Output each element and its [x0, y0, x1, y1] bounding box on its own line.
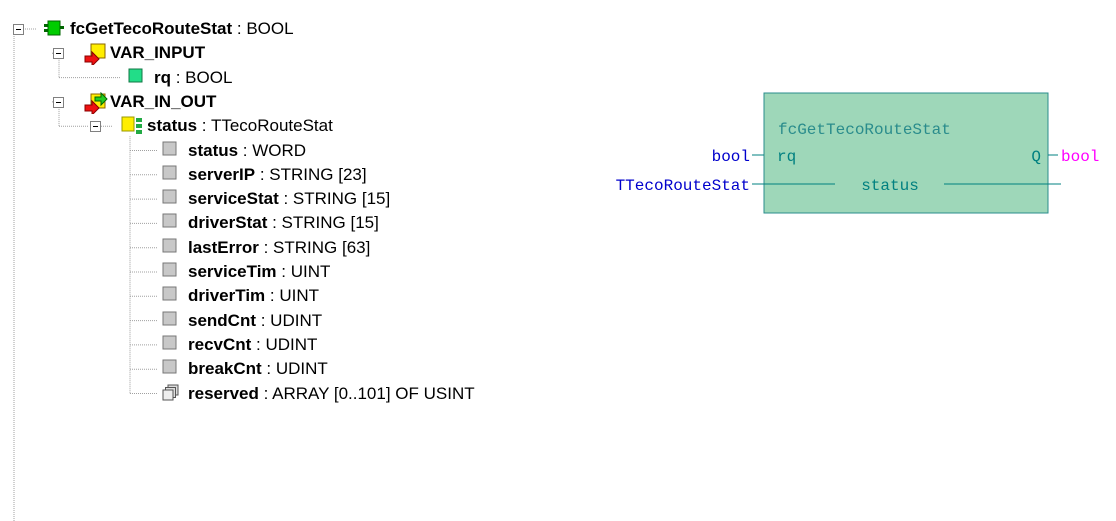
- var-in-out-icon: [84, 91, 108, 119]
- field-icon: [162, 213, 178, 234]
- field-icon: [162, 262, 178, 283]
- variable-name: VAR_INPUT: [110, 43, 206, 63]
- bool-var-icon: [128, 68, 144, 89]
- variable-type: : BOOL: [232, 19, 294, 38]
- tree-item-rq[interactable]: rq : BOOL: [154, 66, 232, 90]
- variable-name: rq: [154, 67, 171, 87]
- variable-name: VAR_IN_OUT: [110, 91, 217, 111]
- variable-type: : STRING [15]: [278, 189, 391, 209]
- variable-type: : UDINT: [261, 359, 328, 379]
- function-block-title: fcGetTecoRouteStat: [778, 121, 951, 139]
- field-icon: [162, 141, 178, 162]
- tree-node-var-input[interactable]: VAR_INPUT: [110, 41, 205, 65]
- tree-connector-lines: [13, 28, 158, 521]
- tree-item-sendCnt[interactable]: sendCnt : UDINT: [188, 309, 322, 333]
- variable-type: : STRING [23]: [255, 164, 367, 184]
- variable-name: driverTim: [188, 286, 266, 306]
- variable-type: : UDINT: [256, 310, 323, 330]
- field-icon: [162, 165, 178, 186]
- tree-item-serviceStat[interactable]: serviceStat : STRING [15]: [188, 187, 390, 211]
- tree-root-fcGetTecoRouteStat[interactable]: fcGetTecoRouteStat : BOOL: [70, 17, 294, 41]
- tree-item-status[interactable]: status : WORD: [188, 139, 306, 163]
- variable-type: : WORD: [238, 140, 307, 160]
- function-icon: [44, 19, 64, 42]
- tree-node-status-struct[interactable]: status : TTecoRouteStat: [147, 114, 333, 138]
- status-pin-label: status: [861, 177, 919, 195]
- field-icon: [162, 286, 178, 307]
- tree-item-serviceTim[interactable]: serviceTim : UINT: [188, 260, 330, 284]
- variable-name: fcGetTecoRouteStat: [70, 19, 233, 38]
- collapse-toggle[interactable]: [53, 96, 64, 108]
- variable-type: : STRING [63]: [258, 237, 371, 257]
- tree-item-driverStat[interactable]: driverStat : STRING [15]: [188, 211, 379, 235]
- array-icon: [162, 384, 180, 407]
- tree-item-reserved[interactable]: reserved : ARRAY [0..101] OF USINT: [188, 382, 475, 406]
- field-icon: [162, 189, 178, 210]
- variable-type: : UDINT: [251, 334, 318, 354]
- field-icon: [162, 238, 178, 259]
- collapse-toggle[interactable]: [13, 24, 24, 35]
- variable-name: sendCnt: [188, 310, 256, 330]
- variable-name: serverIP: [188, 164, 256, 184]
- field-icon: [162, 335, 178, 356]
- field-icon: [162, 359, 178, 380]
- variable-name: status: [188, 140, 239, 160]
- variable-type: : STRING [15]: [267, 213, 379, 233]
- variable-type: : BOOL: [171, 67, 233, 87]
- variable-name: serviceStat: [188, 189, 279, 209]
- status-type-label: TTecoRouteStat: [616, 177, 750, 195]
- function-block-box: [763, 92, 1049, 214]
- tree-node-var-in-out[interactable]: VAR_IN_OUT: [110, 90, 216, 114]
- variable-name: serviceTim: [188, 262, 277, 281]
- variable-type: : TTecoRouteStat: [197, 116, 333, 136]
- tree-item-breakCnt[interactable]: breakCnt : UDINT: [188, 357, 328, 381]
- variable-name: lastError: [188, 237, 259, 257]
- collapse-toggle[interactable]: [90, 121, 101, 133]
- variable-name: breakCnt: [188, 359, 262, 379]
- variable-name: recvCnt: [188, 334, 252, 354]
- variable-name: status: [147, 116, 198, 136]
- rq-pin-label: rq: [777, 148, 796, 166]
- rq-type-label: bool: [712, 148, 750, 166]
- variable-name: reserved: [188, 383, 259, 403]
- variable-type: : UINT: [276, 262, 331, 281]
- q-type-label: bool: [1061, 148, 1099, 166]
- collapse-toggle[interactable]: [53, 48, 64, 60]
- struct-icon: [121, 116, 143, 141]
- variable-type: : ARRAY [0..101] OF USINT: [258, 383, 475, 403]
- variable-type: : UINT: [265, 286, 320, 306]
- var-input-icon: [84, 43, 106, 70]
- tree-item-serverIP[interactable]: serverIP : STRING [23]: [188, 163, 367, 187]
- tree-item-recvCnt[interactable]: recvCnt : UDINT: [188, 333, 317, 357]
- q-pin-label: Q: [1031, 148, 1041, 166]
- tree-item-driverTim[interactable]: driverTim : UINT: [188, 284, 319, 308]
- tree-item-lastError[interactable]: lastError : STRING [63]: [188, 236, 370, 260]
- variable-name: driverStat: [188, 213, 268, 233]
- field-icon: [162, 311, 178, 332]
